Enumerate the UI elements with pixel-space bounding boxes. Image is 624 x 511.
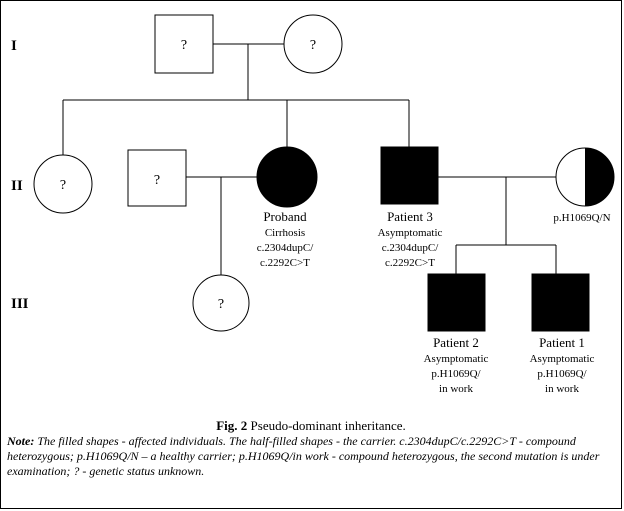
- pedigree-lines: [62, 43, 557, 276]
- generation-label-i: I: [11, 38, 17, 54]
- proband-circle: [256, 146, 318, 208]
- patient1-name: Patient 1: [539, 335, 585, 350]
- proband-child-unknown-mark: ?: [218, 297, 224, 312]
- sister-unknown-mark: ?: [60, 178, 66, 193]
- figure-caption-label: Fig. 2: [216, 418, 248, 433]
- patient1-square: [531, 273, 590, 332]
- patient2-name: Patient 2: [433, 335, 479, 350]
- carrier-half-fill: [585, 148, 614, 206]
- figure-note-text: The filled shapes - affected individuals…: [7, 434, 600, 478]
- carrier-genotype: p.H1069Q/N: [553, 212, 610, 224]
- patient2-genotype-line1: p.H1069Q/: [431, 368, 481, 380]
- patient1-status: Asymptomatic: [530, 353, 595, 365]
- figure-note-label: Note:: [7, 434, 35, 448]
- patient3-genotype-line2: c.2292C>T: [385, 257, 435, 269]
- patient3-status: Asymptomatic: [378, 227, 443, 239]
- proband-genotype-line1: c.2304dupC/: [257, 242, 314, 254]
- patient3-name: Patient 3: [387, 209, 433, 224]
- grandfather-unknown-mark: ?: [181, 38, 187, 53]
- grandfather-square: [154, 14, 214, 74]
- patient1-genotype-line2: in work: [545, 383, 579, 395]
- grandmother-circle: [283, 14, 343, 74]
- generation-label-ii: II: [11, 178, 23, 194]
- sister-circle: [33, 154, 93, 214]
- pedigree-chart: I II III ? ? ? ? Proband Cirrhosis c.230…: [11, 14, 615, 395]
- proband-spouse-unknown-mark: ?: [154, 173, 160, 188]
- proband-genotype-line2: c.2292C>T: [260, 257, 310, 269]
- patient3-genotype-line1: c.2304dupC/: [382, 242, 439, 254]
- patient3-square: [380, 146, 439, 205]
- proband-child-circle: [192, 274, 250, 332]
- proband-name: Proband: [263, 209, 307, 224]
- patient2-status: Asymptomatic: [424, 353, 489, 365]
- patient2-genotype-line2: in work: [439, 383, 473, 395]
- figure-caption-text: Pseudo-dominant inheritance.: [247, 418, 406, 433]
- grandmother-unknown-mark: ?: [310, 38, 316, 53]
- figure-note: Note: The filled shapes - affected indiv…: [7, 434, 615, 479]
- generation-label-iii: III: [11, 296, 29, 312]
- proband-spouse-square: [127, 149, 187, 207]
- patient2-square: [427, 273, 486, 332]
- proband-status: Cirrhosis: [265, 227, 305, 239]
- figure-caption: Fig. 2 Pseudo-dominant inheritance.: [0, 418, 622, 434]
- patient1-genotype-line1: p.H1069Q/: [537, 368, 587, 380]
